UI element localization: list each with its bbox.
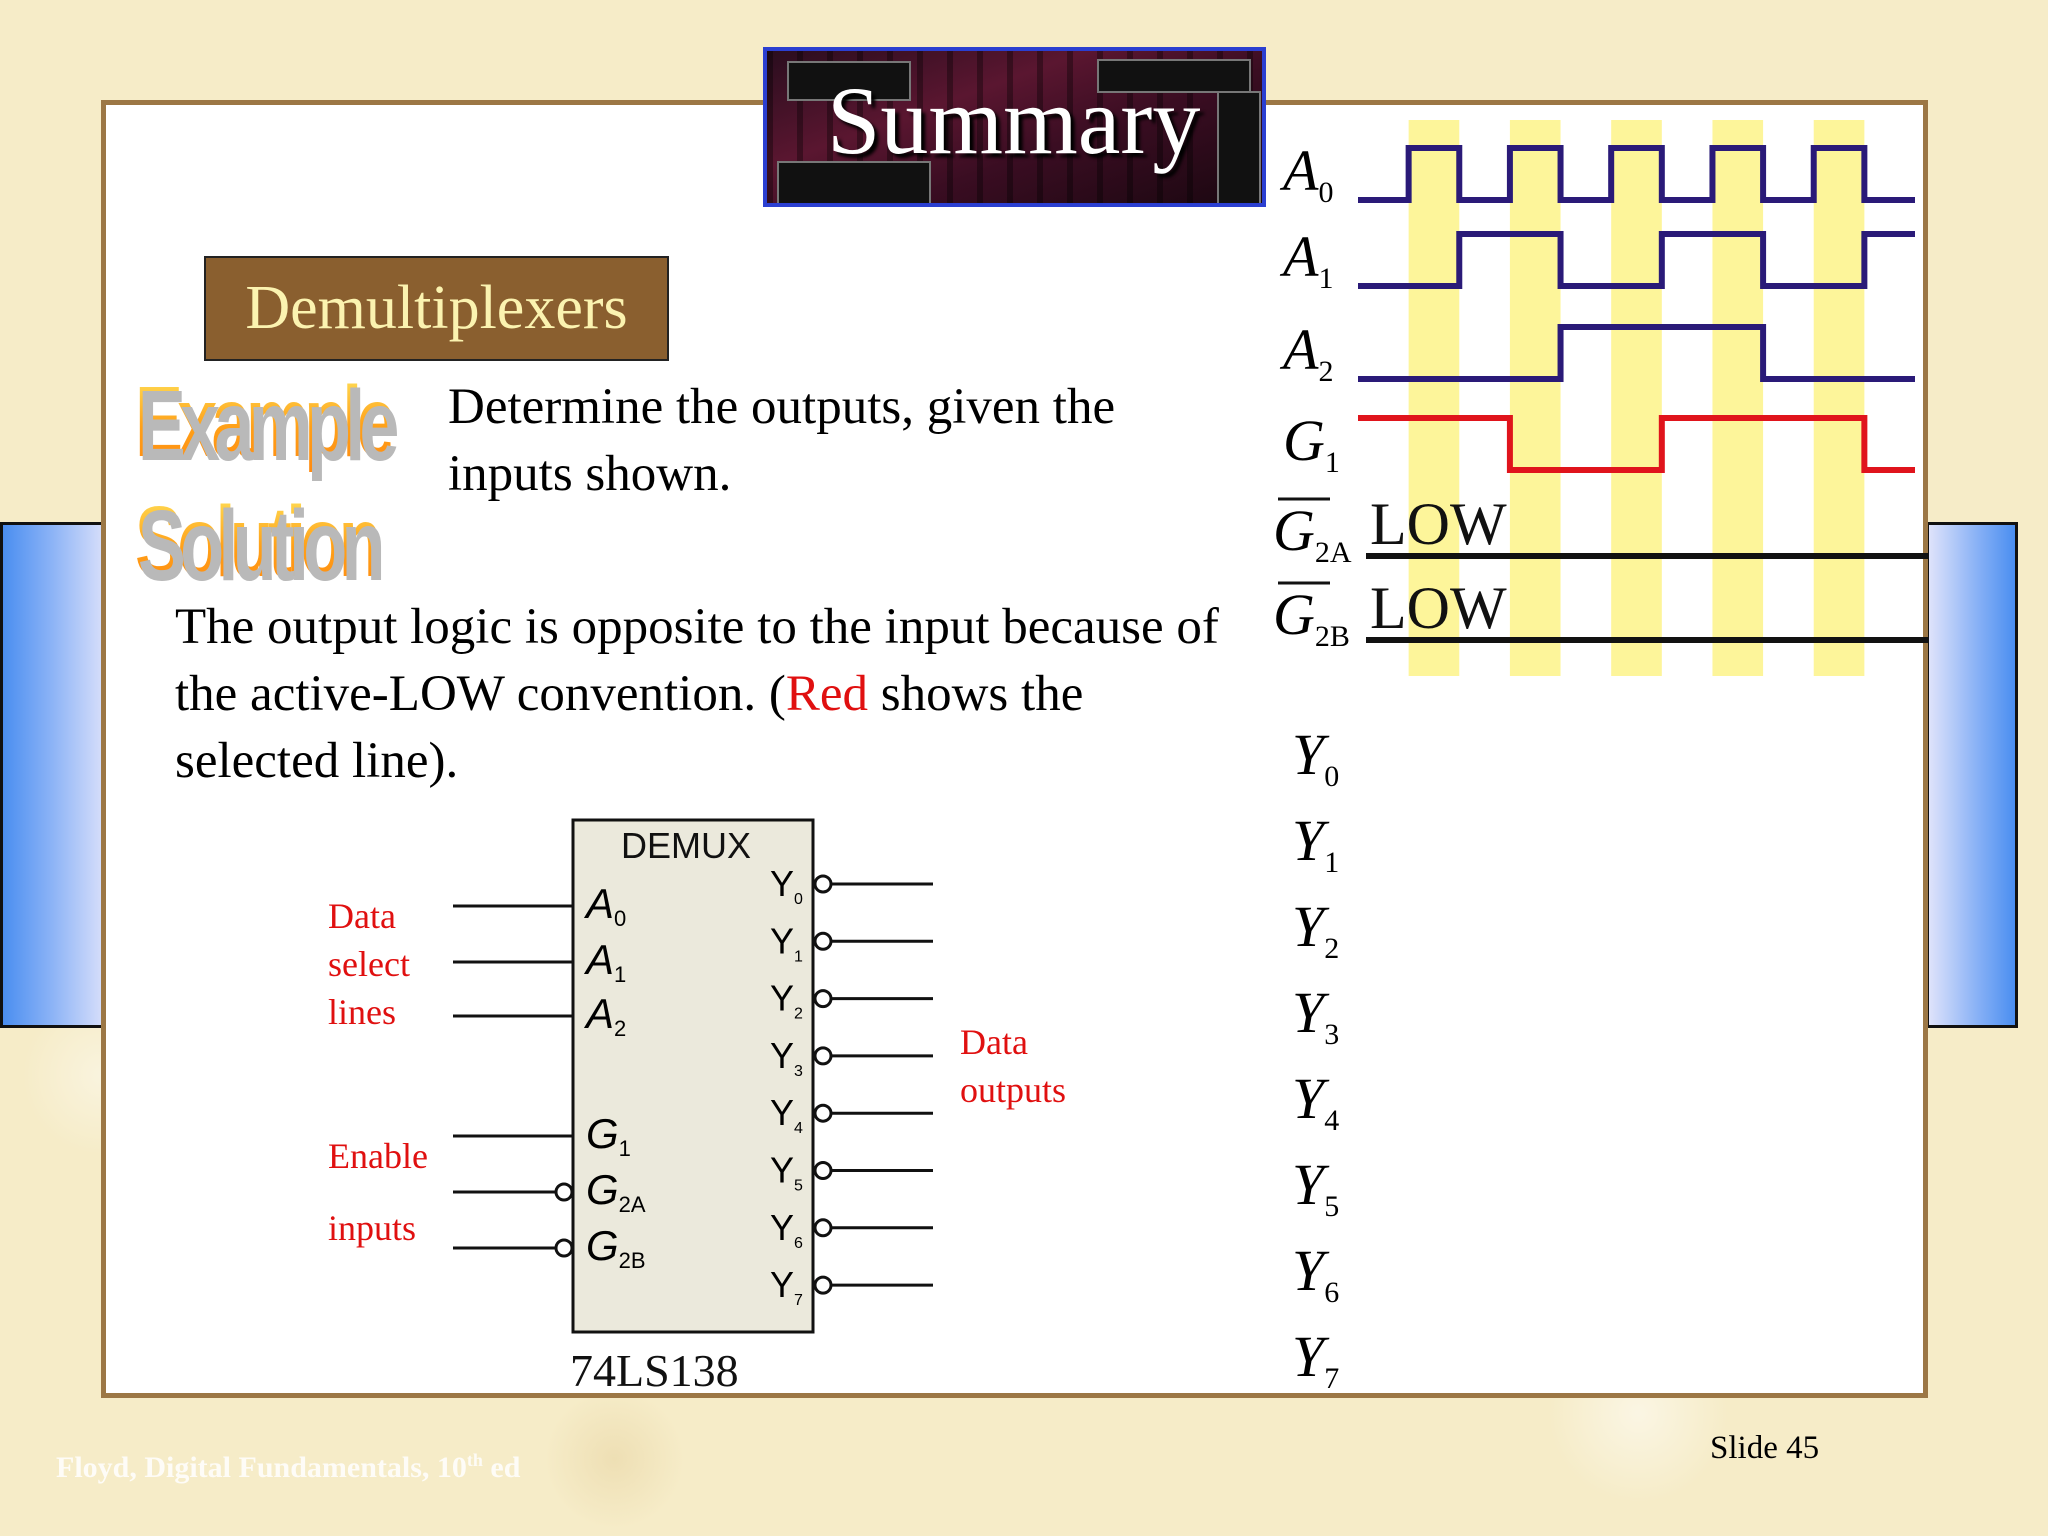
timing-signal-label: G2B <box>1273 582 1350 653</box>
demux-input-pin-label: A1 <box>583 936 626 987</box>
highlight-stripe <box>1408 120 1460 676</box>
label-enable: Enable <box>328 1136 428 1176</box>
demux-box <box>571 818 815 1334</box>
slide-number: Slide 45 <box>1710 1430 1820 1466</box>
active-low-bubble <box>554 1182 574 1202</box>
demux-output-pin-label: Y6 <box>770 1207 803 1252</box>
demux-output-pin-label: Y3 <box>770 1035 803 1080</box>
timing-output-label: Y2 <box>1292 894 1339 965</box>
waveform-trace <box>1358 145 1915 203</box>
timing-output-label: Y3 <box>1292 980 1339 1051</box>
explanation-text: The output logic is opposite to the inpu… <box>175 594 1235 795</box>
timing-signal-label: A0 <box>1279 138 1333 209</box>
highlight-stripe <box>1611 120 1662 676</box>
footer-credit: Floyd, Digital Fundamentals, 10th ed <box>56 1450 520 1485</box>
demux-output-pin-label: Y0 <box>770 863 803 908</box>
demux-output-pin-label: Y4 <box>770 1092 803 1137</box>
label-inputs: inputs <box>328 1208 416 1248</box>
explanation-tail: shows the selected line). <box>175 666 1084 789</box>
low-state-label: LOW <box>1370 491 1507 557</box>
label-data-select: lines <box>328 992 396 1032</box>
label-data-select: Data <box>328 896 396 936</box>
demux-output-pin-label: Y7 <box>770 1264 803 1309</box>
low-state-label: LOW <box>1370 575 1507 641</box>
timing-output-label: Y0 <box>1292 722 1339 793</box>
demux-output-pin-label: Y5 <box>770 1150 803 1195</box>
footer-sup: th <box>466 1450 483 1470</box>
circuit-chip-decoration <box>1097 59 1251 93</box>
highlight-stripe <box>1509 120 1561 676</box>
timing-signal-label: A1 <box>1279 224 1333 295</box>
left-accent-band <box>0 522 112 1028</box>
timing-output-label: Y6 <box>1292 1238 1339 1309</box>
waveform-trace <box>1358 415 1915 473</box>
demux-input-pin-label: G2A <box>586 1166 646 1217</box>
timing-output-label: Y5 <box>1292 1152 1339 1223</box>
topic-label: Demultiplexers <box>204 256 669 361</box>
circuit-chip-decoration <box>777 161 931 203</box>
highlight-stripe <box>1813 120 1865 676</box>
wordart-solution: Solution <box>135 486 383 598</box>
highlight-stripe <box>1712 120 1764 676</box>
part-number: 74LS138 <box>570 1345 739 1396</box>
timing-output-label: Y7 <box>1292 1324 1339 1395</box>
footer-text: Floyd, Digital Fundamentals, 10 <box>56 1451 467 1484</box>
explanation-main: The output logic is opposite to the inpu… <box>175 599 1219 722</box>
label-data-outputs: Data <box>960 1022 1028 1062</box>
slide-title: Summary <box>827 67 1201 174</box>
circuit-chip-decoration <box>1217 91 1261 203</box>
timing-output-label: Y4 <box>1292 1066 1339 1137</box>
demux-input-pin-label: G2B <box>586 1222 646 1273</box>
timing-signal-label: A2 <box>1279 317 1333 388</box>
active-low-bubble <box>554 1238 574 1258</box>
prompt-text: Determine the outputs, given the inputs … <box>448 379 1116 502</box>
label-data-select: select <box>328 944 410 984</box>
waveform-trace <box>1358 231 1915 289</box>
demux-output-pin-label: Y1 <box>770 920 803 965</box>
wordart-example: Example <box>135 366 397 478</box>
demux-header: DEMUX <box>621 825 751 866</box>
demux-output-pin-label: Y2 <box>770 978 803 1023</box>
waveform-trace <box>1358 324 1915 382</box>
timing-output-label: Y1 <box>1292 808 1339 879</box>
timing-signal-label: G1 <box>1283 408 1340 479</box>
demux-input-pin-label: A2 <box>583 990 626 1041</box>
demux-input-pin-label: G1 <box>586 1110 631 1161</box>
explanation-red-word: Red <box>785 666 868 722</box>
title-banner: Summary <box>763 47 1266 207</box>
circuit-chip-decoration <box>787 61 911 101</box>
demux-input-pin-label: A0 <box>583 880 626 931</box>
footer-suffix: ed <box>482 1451 521 1484</box>
timing-signal-label: G2A <box>1273 498 1352 569</box>
label-data-outputs: outputs <box>960 1070 1066 1110</box>
